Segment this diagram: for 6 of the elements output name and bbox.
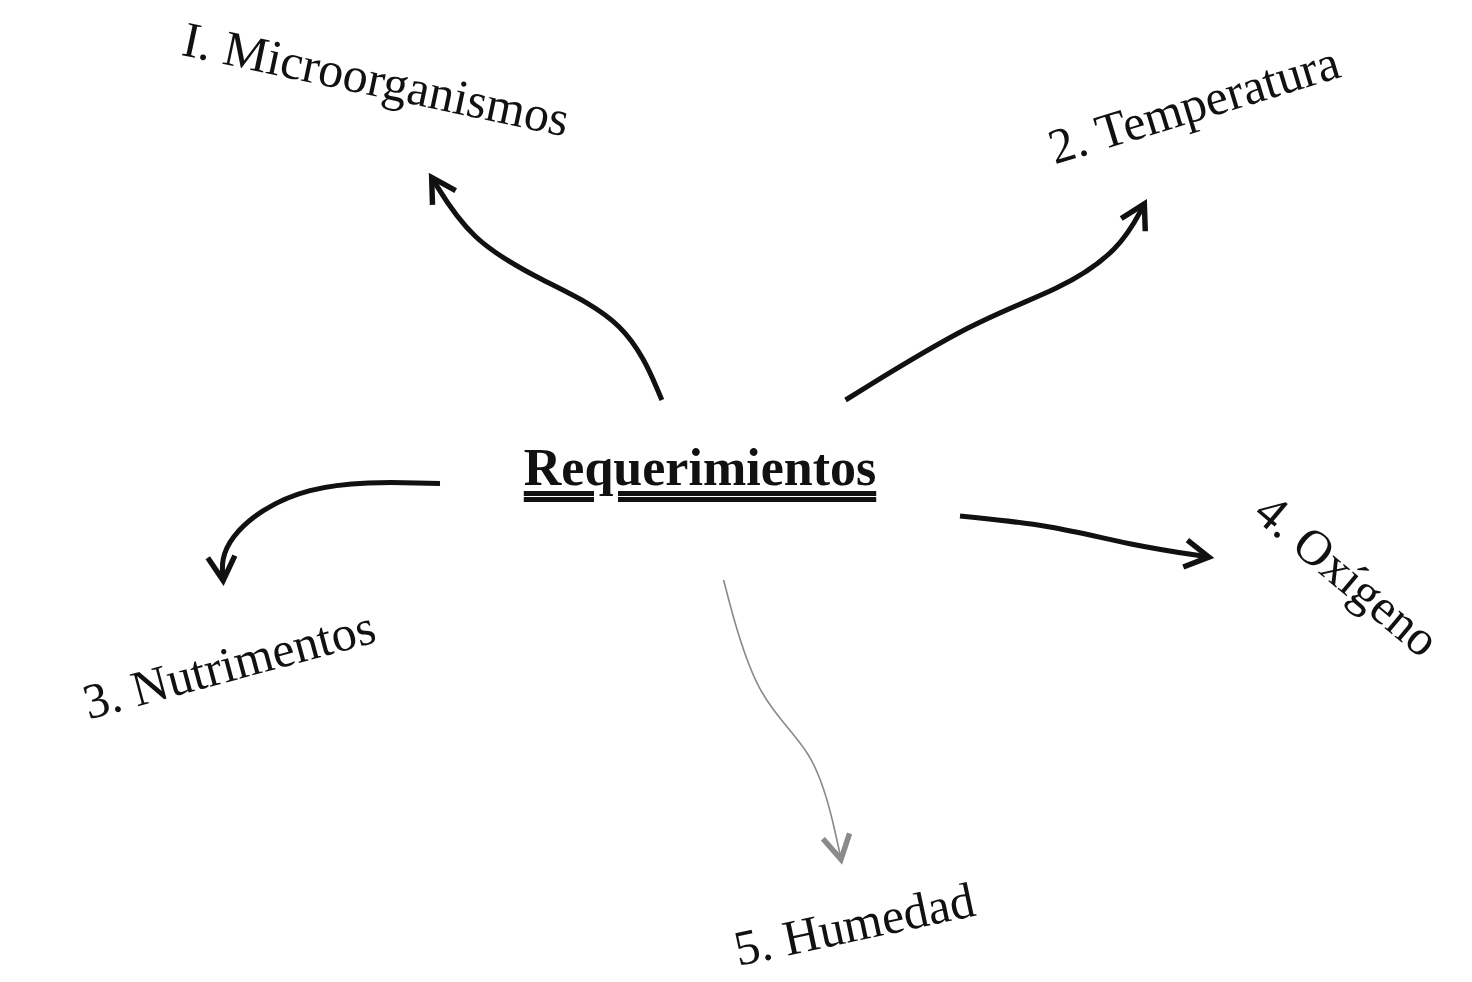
curved-arrow xyxy=(722,579,853,863)
curved-arrow xyxy=(844,201,1148,403)
curved-arrow xyxy=(205,480,441,584)
curved-arrow xyxy=(428,174,665,401)
concept-label: 5. Humedad xyxy=(728,870,980,978)
curved-arrow xyxy=(959,513,1212,570)
